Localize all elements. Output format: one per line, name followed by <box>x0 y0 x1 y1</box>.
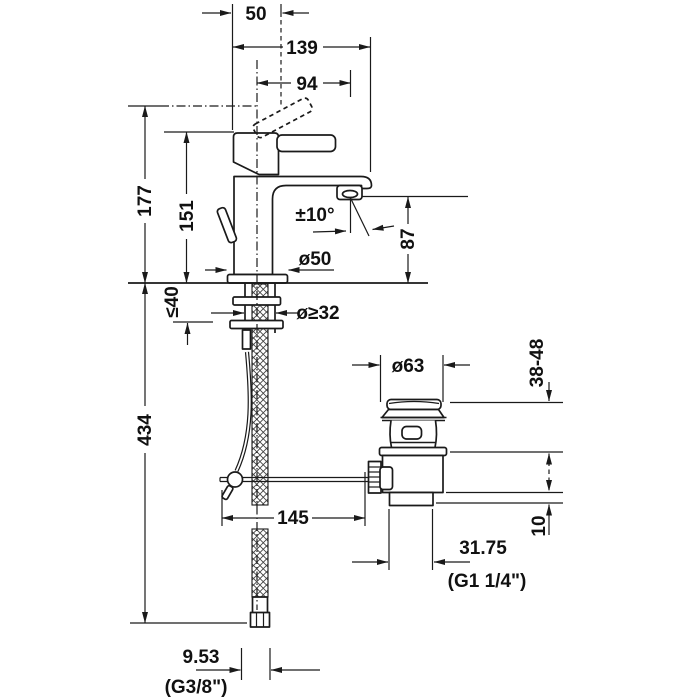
lever-handle <box>276 134 337 153</box>
drain-washer <box>378 446 448 457</box>
dim-label-10: 10 <box>529 515 550 536</box>
dim-label-151: 151 <box>177 200 198 232</box>
dimension-labels: 50 139 94 177 151 ±10° 87 ø50 ≤40 ø≥32 4… <box>135 4 550 698</box>
dim-label-434: 434 <box>135 414 156 446</box>
dim-label-dia63: ø63 <box>392 356 425 377</box>
dim-label-145: 145 <box>277 508 309 529</box>
faucet-spout <box>233 175 373 276</box>
dim-label-38-48: 38-48 <box>527 339 548 388</box>
dim-label-g114: (G1 1/4") <box>448 571 527 592</box>
popup-pull-handle <box>216 206 238 244</box>
dim-label-177: 177 <box>135 185 156 217</box>
lever-handle-raised-outline <box>252 97 313 139</box>
popup-linkage <box>219 351 369 501</box>
pullrod-upper <box>241 329 252 350</box>
dim-label-50: 50 <box>245 4 266 25</box>
aerator <box>341 189 359 199</box>
dim-label-31-75: 31.75 <box>459 538 507 559</box>
dim-label-9-53: 9.53 <box>183 647 220 668</box>
dim-label-g38: (G3/8") <box>165 677 228 698</box>
dim-label-angle: ±10° <box>295 205 334 226</box>
drain-assembly <box>367 398 448 507</box>
ball-joint <box>226 471 244 488</box>
drain-tailpipe <box>388 491 434 507</box>
dim-label-87: 87 <box>398 228 419 249</box>
overflow-slot <box>401 425 423 440</box>
dim-label-dia50: ø50 <box>299 249 332 270</box>
dim-label-94: 94 <box>296 74 318 95</box>
dim-label-max40: ≤40 <box>162 286 183 318</box>
hose-fitting <box>249 596 271 628</box>
dim-label-139: 139 <box>286 38 318 59</box>
faucet-head <box>232 132 280 176</box>
braided-hose <box>251 283 269 598</box>
faucet-body <box>216 97 373 284</box>
rod-connector <box>379 466 394 491</box>
label-backgrounds <box>133 36 420 529</box>
dim-label-dia32: ø≥32 <box>296 303 339 324</box>
